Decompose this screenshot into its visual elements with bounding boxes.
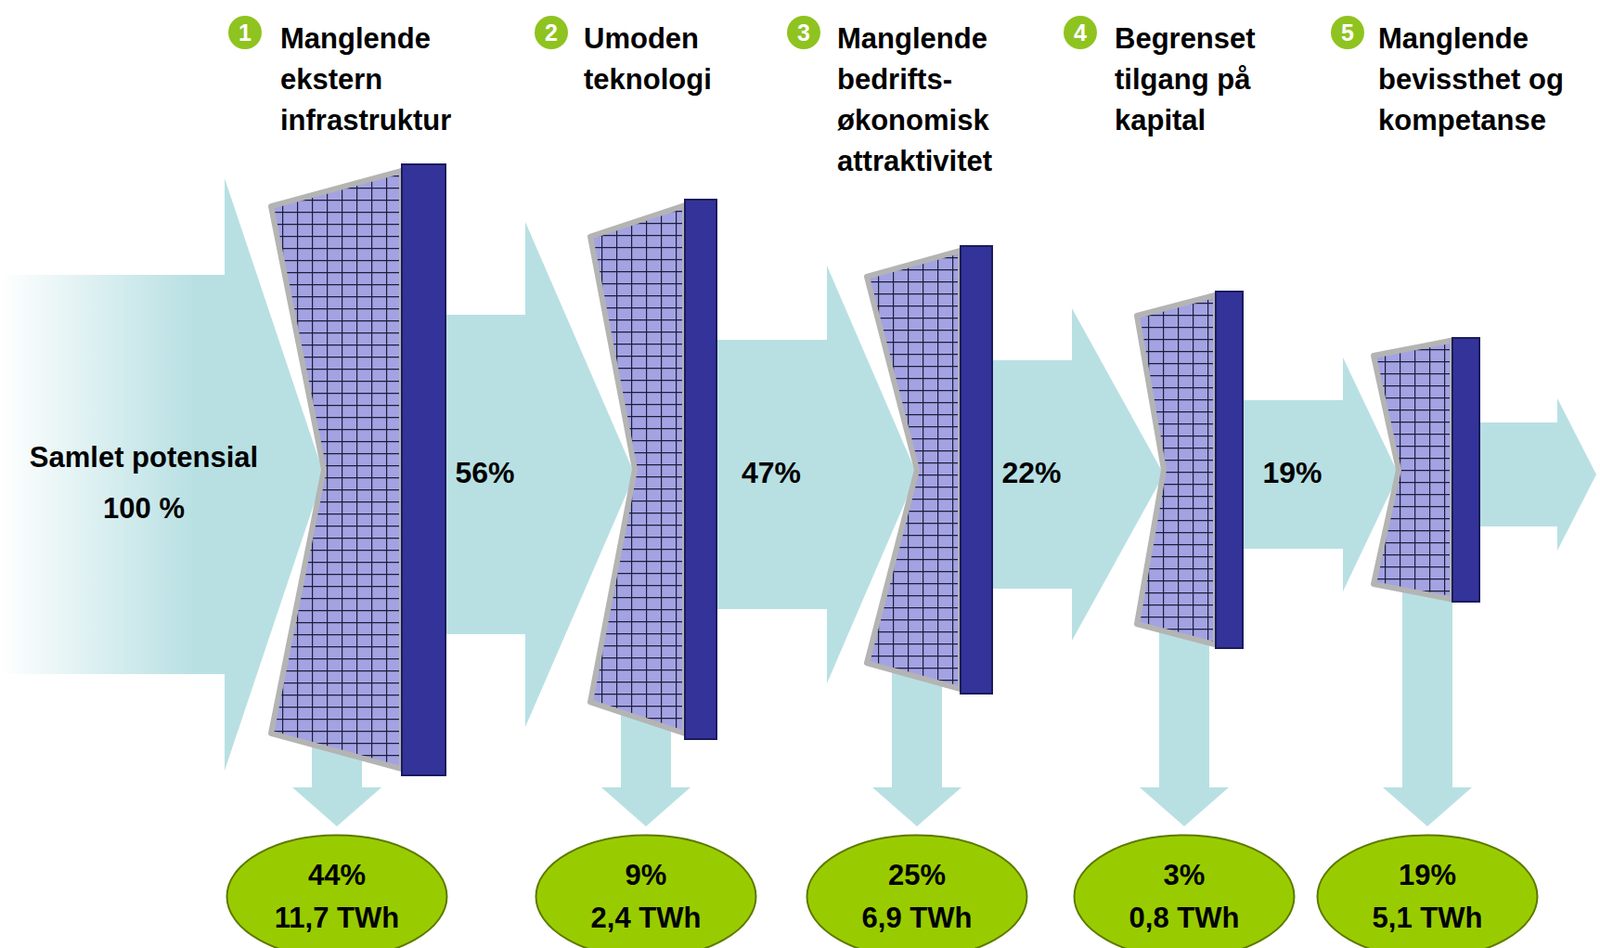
flow-percentage: 22% xyxy=(1001,453,1061,491)
filter-frame xyxy=(1215,291,1243,648)
barrier-heading: Umoden teknologi xyxy=(583,18,747,101)
filter-panel xyxy=(1373,339,1453,599)
result-ellipse: 9%2,4 TWh xyxy=(534,833,758,948)
result-value: 2,4 TWh xyxy=(591,896,702,940)
potential-arrow-shape xyxy=(0,178,324,771)
ellipse-shape xyxy=(807,835,1028,948)
barrier-filter: Begrenset tilgang på kapital xyxy=(1133,290,1244,649)
flow-percentage: 47% xyxy=(741,453,801,491)
shape-outline xyxy=(1133,290,1244,649)
ellipse-shape xyxy=(536,835,757,948)
ellipse-shape xyxy=(1074,835,1295,948)
ellipse-text-box: 3%0,8 TWh xyxy=(1072,833,1296,948)
ellipse-text-box: 44%11,7 TWh xyxy=(225,833,449,948)
shape-outline xyxy=(267,163,447,776)
filter-panel xyxy=(270,170,402,769)
potential-arrow: Samlet potensial 100 % xyxy=(0,178,324,771)
filter-frame xyxy=(401,164,446,775)
filter-grid xyxy=(590,205,685,734)
shape-outline xyxy=(586,198,718,740)
filter-grid xyxy=(1136,295,1216,646)
result-value: 5,1 TWh xyxy=(1372,896,1484,940)
barrier-filter: Manglende bedrifts- økonomisk attraktivi… xyxy=(863,245,994,695)
filter-panel xyxy=(590,205,685,734)
barrier-filter: Manglende ekstern infrastruktur xyxy=(267,163,447,776)
result-value: 19% xyxy=(1398,853,1457,897)
barrier-filter: Manglende bevissthet og kompetanse xyxy=(1369,336,1481,603)
barrier-heading: Manglende bedrifts- økonomisk attraktivi… xyxy=(837,18,1037,182)
callout-number: 5 xyxy=(1330,15,1365,50)
callout-number: 3 xyxy=(787,15,821,50)
result-value: 0,8 TWh xyxy=(1129,896,1240,940)
barrier-heading: Manglende bevissthet og kompetanse xyxy=(1378,18,1592,142)
result-value: 6,9 TWh xyxy=(862,896,973,940)
callout-number: 2 xyxy=(534,15,568,50)
barrier-filter: Umoden teknologi xyxy=(586,198,718,740)
result-ellipse: 3%0,8 TWh xyxy=(1072,833,1296,948)
filter-frame xyxy=(960,245,993,694)
ellipse-text-box: 19%5,1 TWh xyxy=(1316,833,1539,948)
flow-arrow xyxy=(991,308,1164,641)
result-value: 3% xyxy=(1163,853,1206,897)
filter-frame xyxy=(1452,337,1480,602)
result-ellipse: 44%11,7 TWh xyxy=(225,833,449,948)
callout-number: 1 xyxy=(228,15,262,50)
result-ellipse: 25%6,9 TWh xyxy=(805,833,1029,948)
result-value: 11,7 TWh xyxy=(274,896,400,940)
filter-panel xyxy=(866,250,961,689)
shape-outline xyxy=(1369,336,1481,603)
shape-outline xyxy=(863,245,994,695)
ellipse-shape xyxy=(227,835,448,948)
ellipse-text-box: 25%6,9 TWh xyxy=(805,833,1029,948)
exit-arrow xyxy=(1475,398,1597,551)
shape-outline xyxy=(0,178,324,771)
barrier-heading: Manglende ekstern infrastruktur xyxy=(280,18,496,142)
result-value: 9% xyxy=(625,853,668,897)
ellipse-text-box: 9%2,4 TWh xyxy=(534,833,758,948)
ellipse-shape xyxy=(1317,835,1538,948)
potential-label: Samlet potensial 100 % xyxy=(9,431,279,534)
filter-grid xyxy=(270,170,402,769)
flow-percentage: 19% xyxy=(1262,453,1322,491)
result-value: 44% xyxy=(308,853,366,897)
flow-arrow xyxy=(1241,357,1399,592)
filter-grid xyxy=(1373,339,1453,599)
filter-panel xyxy=(1136,295,1216,646)
filter-grid xyxy=(866,250,961,689)
result-value: 25% xyxy=(888,853,946,897)
filter-frame xyxy=(684,199,717,739)
result-ellipse: 19%5,1 TWh xyxy=(1316,833,1539,948)
callout-number: 4 xyxy=(1063,15,1097,50)
barrier-heading: Begrenset tilgang på kapital xyxy=(1114,18,1296,142)
flow-percentage: 56% xyxy=(454,453,515,491)
